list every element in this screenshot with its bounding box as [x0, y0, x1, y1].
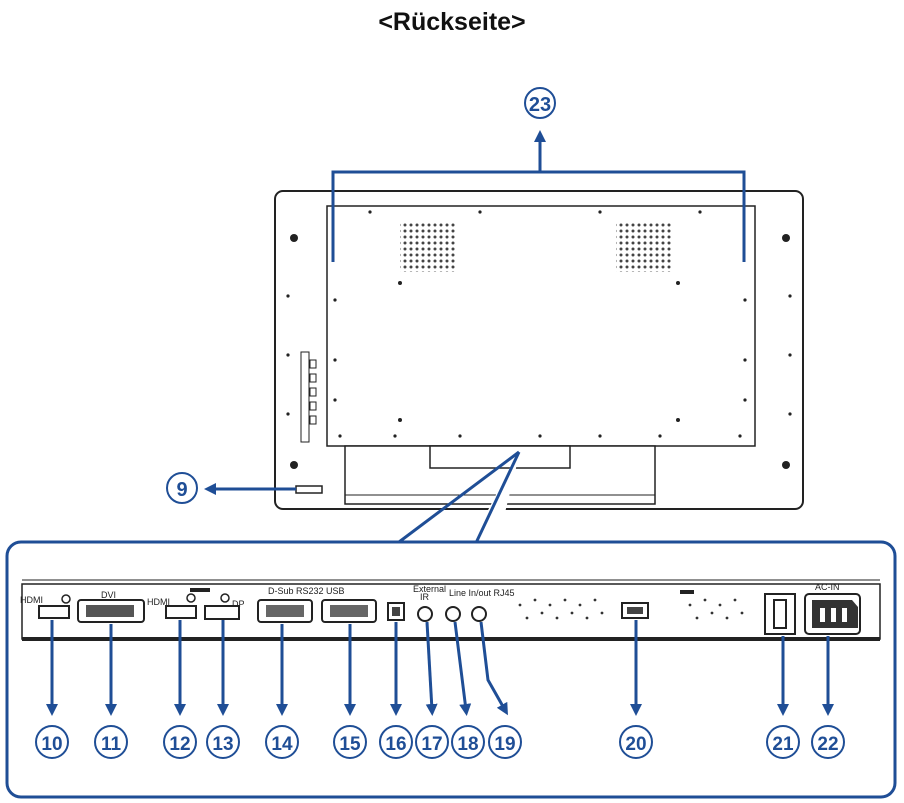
rj45-port — [471, 606, 487, 622]
callout-14: 14 — [265, 725, 299, 759]
label-line-inout-rj45: Line In/out RJ45 — [449, 588, 515, 598]
vent-grille-right — [616, 222, 672, 272]
callout-23-bracket — [331, 130, 746, 262]
callout-11: 11 — [94, 725, 128, 759]
callout-15: 15 — [333, 725, 367, 759]
page-title: <Rückseite> — [378, 8, 526, 36]
callout-22: 22 — [811, 725, 845, 759]
callout-14-number: 14 — [271, 734, 293, 755]
label-dp: DP — [232, 599, 245, 609]
callout-9-number: 9 — [176, 479, 187, 501]
callout-22-number: 22 — [817, 734, 838, 755]
callout-20-number: 20 — [625, 734, 646, 755]
callout-11-number: 11 — [101, 734, 122, 755]
side-button-panel — [300, 351, 317, 443]
ac-in-socket — [804, 593, 861, 635]
callout-10: 10 — [35, 725, 69, 759]
label-hdmi-1: HDMI — [20, 595, 43, 605]
callout-23-number: 23 — [529, 94, 551, 116]
dvi-port — [77, 599, 145, 623]
callout-18: 18 — [451, 725, 485, 759]
callout-21-number: 21 — [772, 734, 794, 755]
external-ir-jack — [417, 606, 433, 622]
callout-15-number: 15 — [339, 734, 361, 755]
rs232-port — [321, 599, 377, 623]
callout-23: 23 — [524, 87, 556, 119]
callout-10-number: 10 — [41, 734, 62, 755]
callout-16-number: 16 — [385, 734, 406, 755]
callout-12: 12 — [163, 725, 197, 759]
callout-20: 20 — [619, 725, 653, 759]
label-ir: IR — [420, 592, 430, 602]
callout-13: 13 — [206, 725, 240, 759]
callout-17-number: 17 — [421, 734, 442, 755]
monitor-rear — [274, 190, 804, 510]
line-in-out-jack — [445, 606, 461, 622]
callout-18-number: 18 — [457, 734, 478, 755]
usb-port — [387, 602, 405, 621]
pen-holder — [295, 485, 323, 494]
vent-grille-left — [400, 222, 456, 272]
hdmi-port-2 — [165, 593, 197, 619]
callout-13-number: 13 — [212, 734, 233, 755]
label-ac-in: AC-IN — [815, 582, 840, 592]
hdmi-port-1 — [38, 594, 71, 619]
callout-16: 16 — [379, 725, 413, 759]
label-dsub-rs232-usb: D-Sub RS232 USB — [268, 586, 345, 596]
callout-arrows — [46, 620, 834, 716]
displayport-port — [204, 593, 240, 620]
label-hdmi-2: HDMI — [147, 597, 170, 607]
callout-21: 21 — [766, 725, 800, 759]
callout-9: 9 — [166, 472, 296, 504]
label-dvi: DVI — [101, 590, 116, 600]
port-20 — [621, 602, 649, 619]
callout-12-number: 12 — [169, 734, 190, 755]
power-switch — [764, 593, 796, 635]
callout-17: 17 — [415, 725, 449, 759]
label-external: External — [413, 584, 446, 594]
corner-screws — [290, 234, 790, 469]
callout-19: 19 — [488, 725, 522, 759]
callout-19-number: 19 — [494, 734, 515, 755]
dsub-port — [257, 599, 313, 623]
